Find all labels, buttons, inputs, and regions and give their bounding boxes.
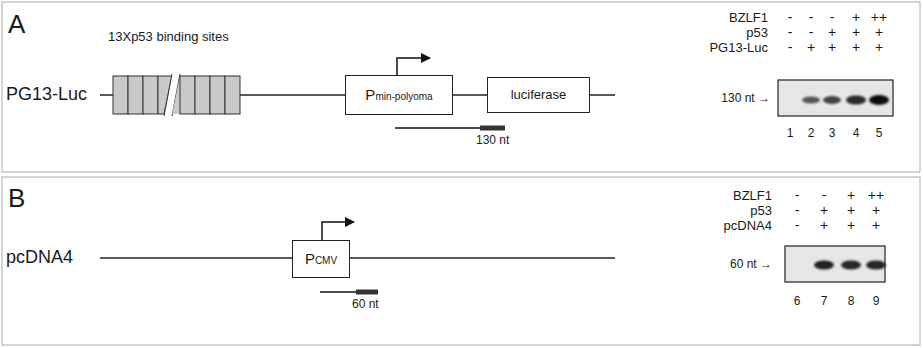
panel-letter: A	[8, 10, 25, 39]
box-text: Pmin-polyoma	[365, 87, 432, 104]
lane-sign: +	[875, 40, 883, 55]
probe-length: 60 nt	[352, 298, 379, 311]
promoter-arrow	[397, 58, 430, 75]
lane-sign: ++	[871, 10, 887, 25]
lane-sign: +	[828, 25, 836, 40]
lane-sign: +	[807, 40, 815, 55]
gel-band	[869, 95, 889, 105]
lane-sign: +	[872, 203, 880, 218]
promoter-box: Pmin-polyoma	[345, 75, 453, 115]
backbone-connector	[453, 94, 487, 96]
row-label: pcDNA4	[724, 219, 772, 233]
plasmid-backbone	[100, 257, 615, 259]
lane-number: 4	[853, 127, 860, 140]
gel-band	[841, 261, 861, 270]
panel-letter: B	[8, 184, 25, 213]
lane-number: 5	[876, 127, 883, 140]
lane-sign: -	[788, 10, 793, 25]
lane-number: 7	[821, 295, 828, 308]
lane-number: 1	[787, 127, 794, 140]
lane-sign: +	[875, 25, 883, 40]
lane-sign: -	[788, 40, 793, 55]
break-mark	[164, 74, 172, 116]
gel-band	[846, 96, 866, 105]
lane-sign: -	[795, 218, 800, 233]
lane-sign: -	[830, 10, 835, 25]
binding-site	[172, 76, 180, 114]
binding-site	[225, 76, 240, 114]
lane-sign: +	[820, 203, 828, 218]
binding-sites	[113, 74, 240, 116]
lane-number: 9	[873, 295, 880, 308]
band-marker: 60 nt →	[730, 258, 772, 271]
gel-band	[814, 261, 834, 270]
row-label: p53	[750, 204, 772, 218]
lane-sign: +	[828, 40, 836, 55]
lane-sign: -	[822, 188, 827, 203]
lane-number: 8	[848, 295, 855, 308]
lane-sign: +	[847, 203, 855, 218]
gel-band	[866, 261, 886, 270]
construct-name: PG13-Luc	[6, 85, 87, 105]
box-text: luciferase	[511, 88, 567, 102]
break-gap	[164, 74, 180, 116]
row-label: BZLF1	[733, 189, 772, 203]
box-text: PCMV	[305, 251, 337, 268]
probe-line	[320, 291, 378, 292]
lane-sign: +	[872, 218, 880, 233]
lane-sign: +	[847, 188, 855, 203]
binding-site	[143, 76, 158, 114]
promoter-arrow	[322, 222, 354, 240]
panel-frame	[2, 177, 920, 345]
binding-site	[210, 76, 225, 114]
gel-band	[802, 97, 820, 104]
panel-frame	[2, 2, 920, 172]
lane-sign: -	[809, 25, 814, 40]
row-label: PG13-Luc	[709, 41, 768, 55]
lane-sign: +	[820, 218, 828, 233]
gel-band	[823, 96, 841, 104]
band-marker: 130 nt →	[721, 92, 770, 105]
lane-sign: +	[852, 25, 860, 40]
lane-number: 6	[794, 295, 801, 308]
probe-length: 130 nt	[476, 134, 509, 147]
gene-box: luciferase	[487, 77, 590, 113]
row-label: p53	[746, 26, 768, 40]
lane-sign: +	[852, 40, 860, 55]
site-label: 13Xp53 binding sites	[108, 30, 229, 44]
probe-label	[356, 290, 378, 295]
lane-sign: -	[795, 203, 800, 218]
lane-sign: -	[795, 188, 800, 203]
gel-image	[778, 80, 893, 116]
binding-site	[180, 76, 195, 114]
lane-sign: +	[852, 10, 860, 25]
promoter-box: PCMV	[292, 240, 350, 278]
row-label: BZLF1	[729, 11, 768, 25]
lane-number: 3	[829, 127, 836, 140]
probe-label	[480, 126, 505, 131]
break-mark	[172, 74, 180, 116]
lane-number: 2	[808, 127, 815, 140]
gel-image	[785, 246, 885, 282]
binding-site	[195, 76, 210, 114]
construct-name: pcDNA4	[6, 248, 73, 268]
probe-line	[395, 127, 505, 128]
lane-sign: ++	[868, 188, 884, 203]
lane-sign: +	[847, 218, 855, 233]
binding-site	[113, 76, 128, 114]
binding-site	[128, 76, 143, 114]
lane-sign: -	[809, 10, 814, 25]
lane-sign: -	[788, 25, 793, 40]
